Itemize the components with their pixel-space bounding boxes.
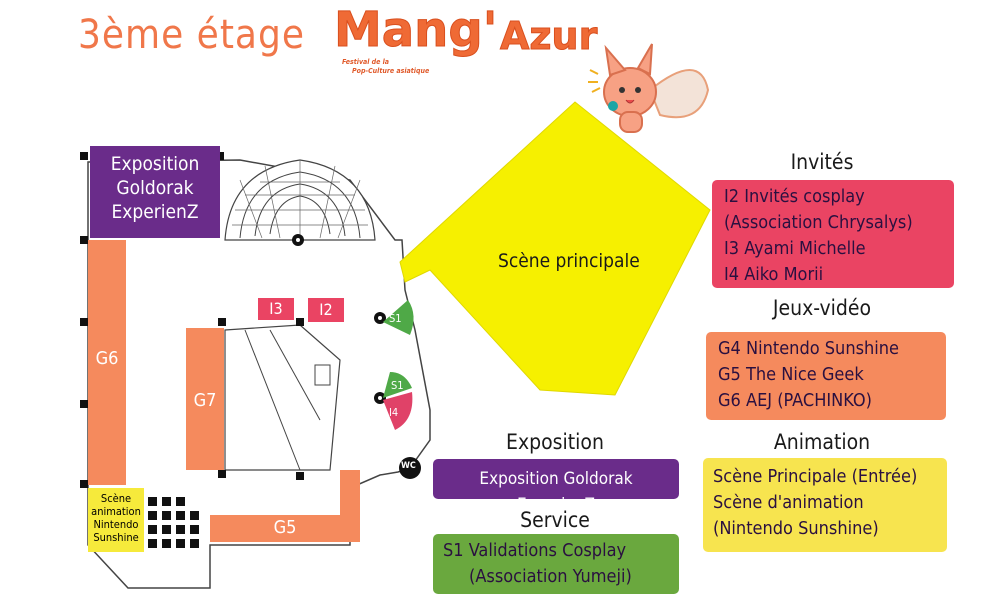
logo-word-azur: Azur [499, 14, 598, 59]
anim-corner-line-2: animation [91, 505, 141, 518]
legend-title-guests: Invités [790, 150, 854, 174]
legend-guests-item-2: (Association Chrysalys) [724, 212, 913, 233]
map-exhibit-line-3: ExperienZ [111, 201, 199, 223]
legend-guests-item-3: I3 Ayami Michelle [724, 238, 866, 259]
wc-marker [399, 457, 421, 479]
legend-guests-item-4: I4 Aiko Morii [724, 264, 824, 285]
map-zone-g6[interactable]: G6 [88, 240, 126, 485]
legend-exhibition-item-1: Exposition Goldorak ExperienZ [479, 469, 633, 515]
map-label-i3: I3 [269, 299, 283, 318]
fox-mascot-icon [588, 43, 710, 133]
floor-title: 3ème étage [78, 12, 305, 58]
map-exhibit-goldorak[interactable]: Exposition Goldorak ExperienZ [90, 146, 220, 238]
festival-logo: Mang' Azur Festival de la Pop-Culture as… [330, 0, 620, 90]
map-zone-g5-column [340, 470, 360, 520]
i4-wedge [383, 392, 413, 430]
legend-box-service: S1 Validations Cosplay (Association Yume… [433, 534, 679, 594]
legend-title-exhibition: Exposition [506, 430, 604, 454]
map-anim-corner[interactable]: Scène animation Nintendo Sunshine [88, 488, 144, 552]
map-label-g5: G5 [273, 517, 297, 538]
legend-box-guests: I2 Invités cosplay (Association Chrysaly… [712, 180, 954, 288]
legend-animation-item-3: (Nintendo Sunshine) [713, 518, 879, 539]
logo-subtitle-2: Pop-Culture asiatique [352, 67, 430, 75]
amphitheater [224, 159, 376, 241]
map-label-g7: G7 [193, 390, 217, 411]
legend-animation-item-1: Scène Principale (Entrée) [713, 466, 918, 487]
legend-games-item-1: G4 Nintendo Sunshine [718, 338, 900, 359]
logo-word-mang: Mang' [333, 2, 498, 59]
legend-title-animation: Animation [773, 430, 871, 454]
tables [148, 497, 199, 548]
map-zone-g5[interactable]: G5 [210, 515, 360, 542]
legend-box-games: G4 Nintendo Sunshine G5 The Nice Geek G6… [706, 332, 946, 420]
logo-subtitle-1: Festival de la [342, 58, 390, 66]
anim-corner-line-1: Scène [100, 492, 132, 505]
map-label-g6: G6 [95, 348, 119, 369]
access-points [292, 234, 386, 404]
anim-corner-line-3: Nintendo [93, 518, 139, 531]
legend-guests-item-1: I2 Invités cosplay [724, 186, 865, 207]
legend-service-item-1: S1 Validations Cosplay [443, 540, 627, 561]
map-zone-i2[interactable]: I2 [308, 298, 344, 322]
anim-corner-line-4: Sunshine [93, 531, 139, 544]
legend-animation-item-2: Scène d'animation [713, 492, 864, 513]
legend-title-service: Service [520, 508, 590, 532]
legend-games-item-2: G5 The Nice Geek [718, 364, 864, 385]
map-exhibit-line-1: Exposition [110, 153, 200, 175]
legend-games-item-3: G6 AEJ (PACHINKO) [718, 390, 872, 411]
map-main-stage-label: Scène principale [498, 250, 640, 272]
map-label-s1-top: S1 [389, 312, 402, 325]
map-label-s1-mid: S1 [391, 379, 404, 392]
legend-box-exhibition: Exposition Goldorak ExperienZ [433, 459, 679, 515]
legend-box-animation: Scène Principale (Entrée) Scène d'animat… [703, 458, 947, 552]
s1-mid-wedge [383, 372, 412, 398]
map-label-i2: I2 [319, 300, 333, 319]
s1-top-wedge [383, 300, 414, 335]
legend-service-item-2: (Association Yumeji) [469, 566, 632, 587]
map-zone-i3[interactable]: I3 [258, 298, 294, 320]
map-label-i4: I4 [389, 406, 399, 419]
main-stage-area [399, 101, 711, 396]
map-zone-g7[interactable]: G7 [186, 328, 224, 470]
map-exhibit-line-2: Goldorak [116, 177, 194, 199]
map-label-wc: WC [401, 461, 416, 471]
legend-title-games: Jeux-vidéo [772, 296, 872, 320]
